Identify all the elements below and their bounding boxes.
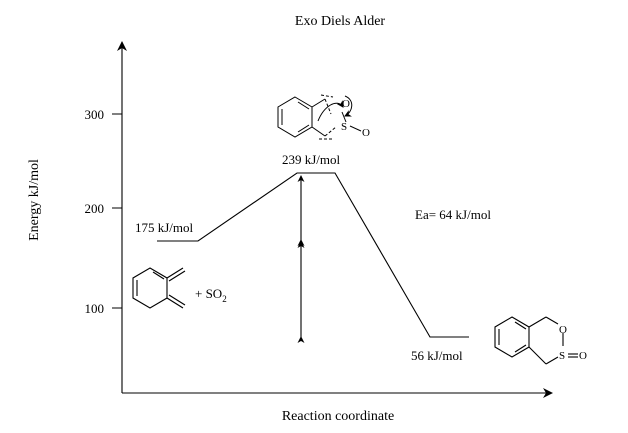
y-tick-label: 300: [85, 107, 105, 122]
product-energy-label: 56 kJ/mol: [411, 348, 463, 363]
y-axis-label: Energy kJ/mol: [27, 159, 42, 241]
ts-oxygen-atom: O: [342, 98, 350, 110]
y-ticks: 300 200 100: [85, 107, 122, 316]
diagram-title: Exo Diels Alder: [295, 14, 386, 29]
ts-sulfur-atom: S: [341, 121, 347, 133]
activation-energy-label: Ea= 64 kJ/mol: [415, 207, 491, 222]
product-sulfur-atom: S: [559, 350, 565, 362]
ts-sulfur-oxygen-atom: O: [362, 127, 370, 139]
product-oxygen-atom: O: [559, 324, 567, 336]
transition-state-energy-label: 239 kJ/mol: [282, 152, 341, 167]
reactant-so2-text: + SO2: [195, 286, 227, 304]
reactant-diene-structure: [132, 267, 186, 309]
product-sulfur-oxygen-atom: O: [579, 350, 587, 362]
transition-state-structure: [277, 94, 362, 140]
y-tick-label: 100: [85, 301, 105, 316]
product-structure: [494, 316, 578, 365]
energy-profile-line: [157, 172, 469, 338]
reactant-energy-label: 175 kJ/mol: [135, 220, 194, 235]
y-tick-label: 200: [85, 201, 105, 216]
x-axis-label: Reaction coordinate: [282, 409, 394, 424]
